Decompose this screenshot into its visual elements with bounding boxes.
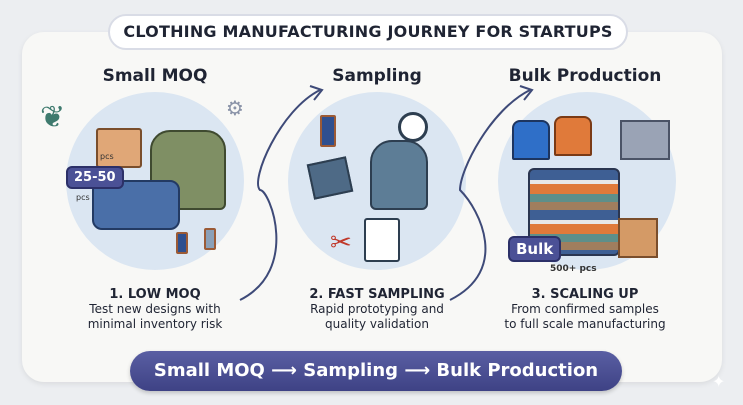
- leaf-icon: ❦: [40, 100, 66, 135]
- thread-spool-icon: [320, 115, 336, 147]
- tshirt-blue-icon: [512, 120, 550, 160]
- column-sampling: Sampling: [262, 66, 492, 86]
- clock-icon: [398, 112, 428, 142]
- factory-icon: [620, 120, 670, 160]
- heading-sampling: Sampling: [332, 66, 422, 86]
- heading-small-moq: Small MOQ: [102, 66, 208, 86]
- box-icon: pcs: [96, 128, 142, 168]
- column-small-moq: Small MOQ: [40, 66, 270, 86]
- tag-unit: pcs: [76, 193, 90, 202]
- bulk-quantity: 500+ pcs: [550, 264, 597, 274]
- hoodie-icon: [370, 140, 428, 210]
- curved-arrow-2: [449, 85, 534, 301]
- sketchbook-icon: [364, 218, 400, 262]
- infographic-title: CLOTHING MANUFACTURING JOURNEY FOR START…: [108, 14, 628, 50]
- scissors-icon: ✂: [330, 228, 352, 258]
- thread-spool-icon: [204, 228, 216, 250]
- tshirt-orange-icon: [554, 116, 592, 156]
- thread-spool-icon: [176, 232, 188, 254]
- gear-icon: ⚙: [226, 96, 244, 120]
- curved-arrow-1: [239, 85, 324, 301]
- bulk-tag: Bulk: [508, 236, 562, 262]
- pallet-boxes-icon: [618, 218, 658, 258]
- quantity-tag: 25-50: [66, 166, 124, 189]
- sparkle-icon: ✦: [712, 372, 726, 391]
- heading-bulk: Bulk Production: [508, 66, 662, 86]
- column-bulk: Bulk Production: [470, 66, 700, 86]
- flow-summary-banner: Small MOQ ⟶ Sampling ⟶ Bulk Production: [130, 351, 622, 391]
